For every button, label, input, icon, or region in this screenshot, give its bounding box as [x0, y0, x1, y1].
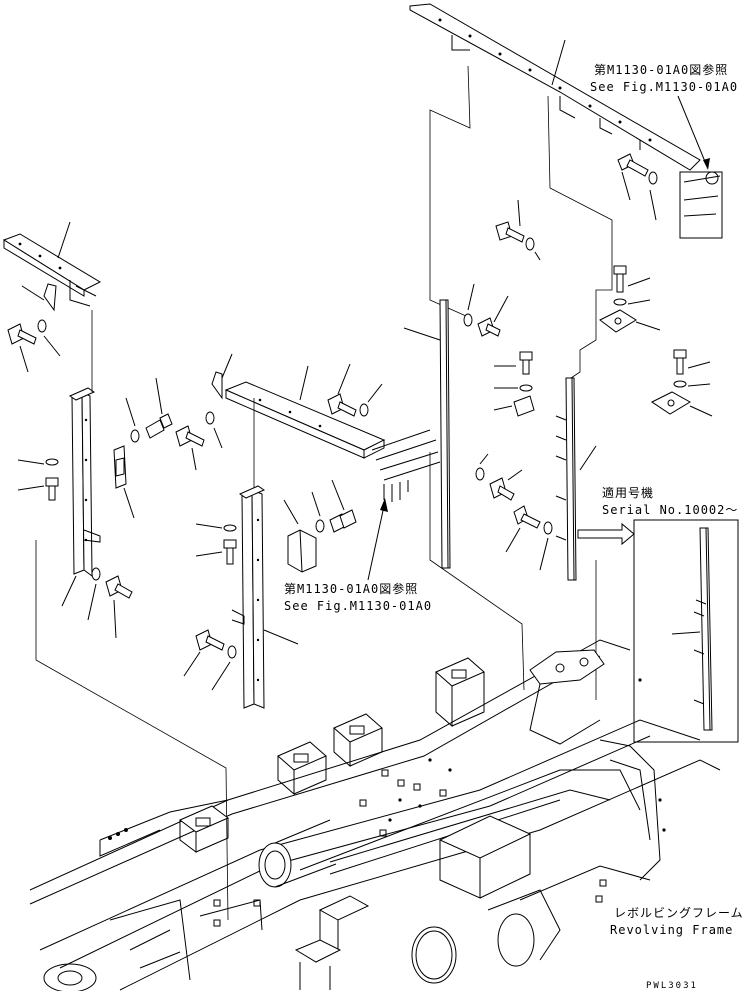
serial-en: Serial No.10002～ — [602, 503, 738, 517]
bolt — [105, 575, 133, 639]
bolt — [617, 153, 658, 221]
bolt — [475, 453, 523, 501]
bolt — [311, 479, 357, 533]
washer — [87, 567, 101, 621]
vertical-post — [403, 299, 597, 581]
bolt — [463, 283, 509, 337]
bolt — [175, 411, 223, 471]
ref-top-jp: 第M1130-01A0図参照 — [594, 62, 728, 77]
clip — [21, 283, 57, 312]
washer — [125, 397, 140, 443]
ref-top-en: See Fig.M1130-01A0 — [590, 80, 738, 94]
top-right-unit — [679, 171, 723, 239]
bolt — [613, 265, 651, 306]
washer — [195, 523, 237, 532]
frame-label-jp: レボルビングフレーム — [614, 906, 744, 920]
center-bracket — [224, 365, 386, 459]
revolving-frame — [29, 639, 721, 993]
top-plate — [409, 3, 701, 171]
bolt — [195, 539, 237, 565]
plate — [651, 391, 713, 417]
serial-jp: 適用号機 — [602, 485, 654, 500]
bolt — [183, 629, 237, 691]
left-bracket — [2, 221, 102, 307]
bolt — [673, 349, 711, 388]
bolt — [145, 377, 173, 439]
drawing-code: PWL3031 — [646, 981, 698, 991]
bolt — [17, 477, 59, 501]
frame-label-en: Revolving Frame — [610, 923, 733, 937]
clip — [113, 445, 135, 519]
bolt — [505, 505, 553, 571]
bolt — [327, 363, 383, 417]
bolt — [494, 351, 533, 392]
plate — [599, 309, 661, 333]
bracket — [493, 395, 535, 417]
clip — [211, 353, 233, 400]
bracket — [283, 499, 317, 573]
bolt — [7, 319, 61, 373]
ref-center-en: See Fig.M1130-01A0 — [284, 599, 432, 613]
serial-inset — [633, 519, 739, 743]
center-channel — [231, 485, 299, 709]
ref-center-jp: 第M1130-01A0図参照 — [284, 581, 418, 596]
left-channel — [68, 387, 101, 578]
bolt — [495, 199, 541, 261]
frame-detail — [371, 429, 441, 502]
washer — [17, 458, 59, 466]
